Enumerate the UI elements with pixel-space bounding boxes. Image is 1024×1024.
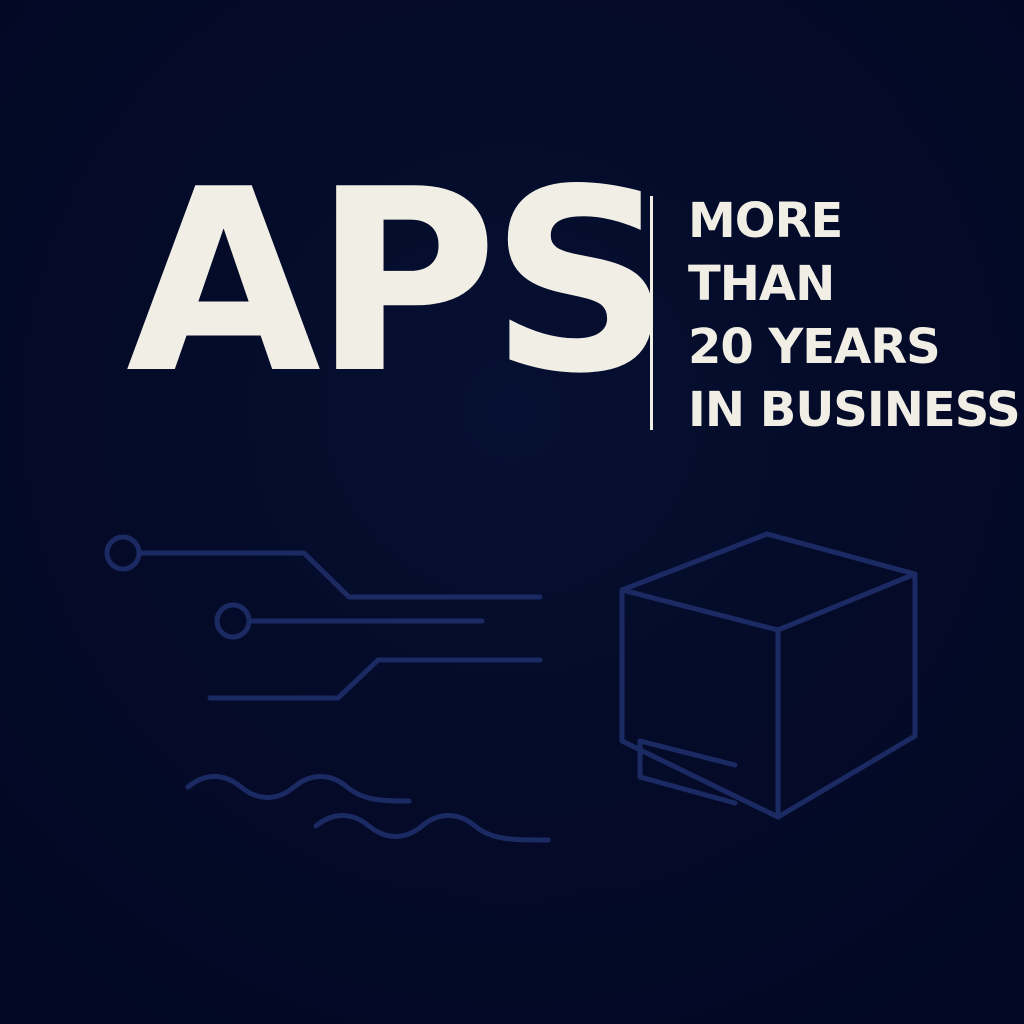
tagline-line-4: IN BUSINESS [688, 382, 1021, 438]
tagline: MORE THAN 20 YEARS IN BUSINESS [688, 190, 1021, 442]
box-icon [619, 531, 918, 820]
tagline-line-2: THAN [688, 256, 835, 312]
tagline-line-1: MORE [688, 193, 843, 249]
tagline-line-3: 20 YEARS [688, 319, 941, 375]
brand-name: APS [126, 136, 671, 429]
circuit-lines-icon [104, 534, 543, 701]
vertical-divider [650, 196, 653, 430]
wave-lines-icon [185, 774, 551, 843]
